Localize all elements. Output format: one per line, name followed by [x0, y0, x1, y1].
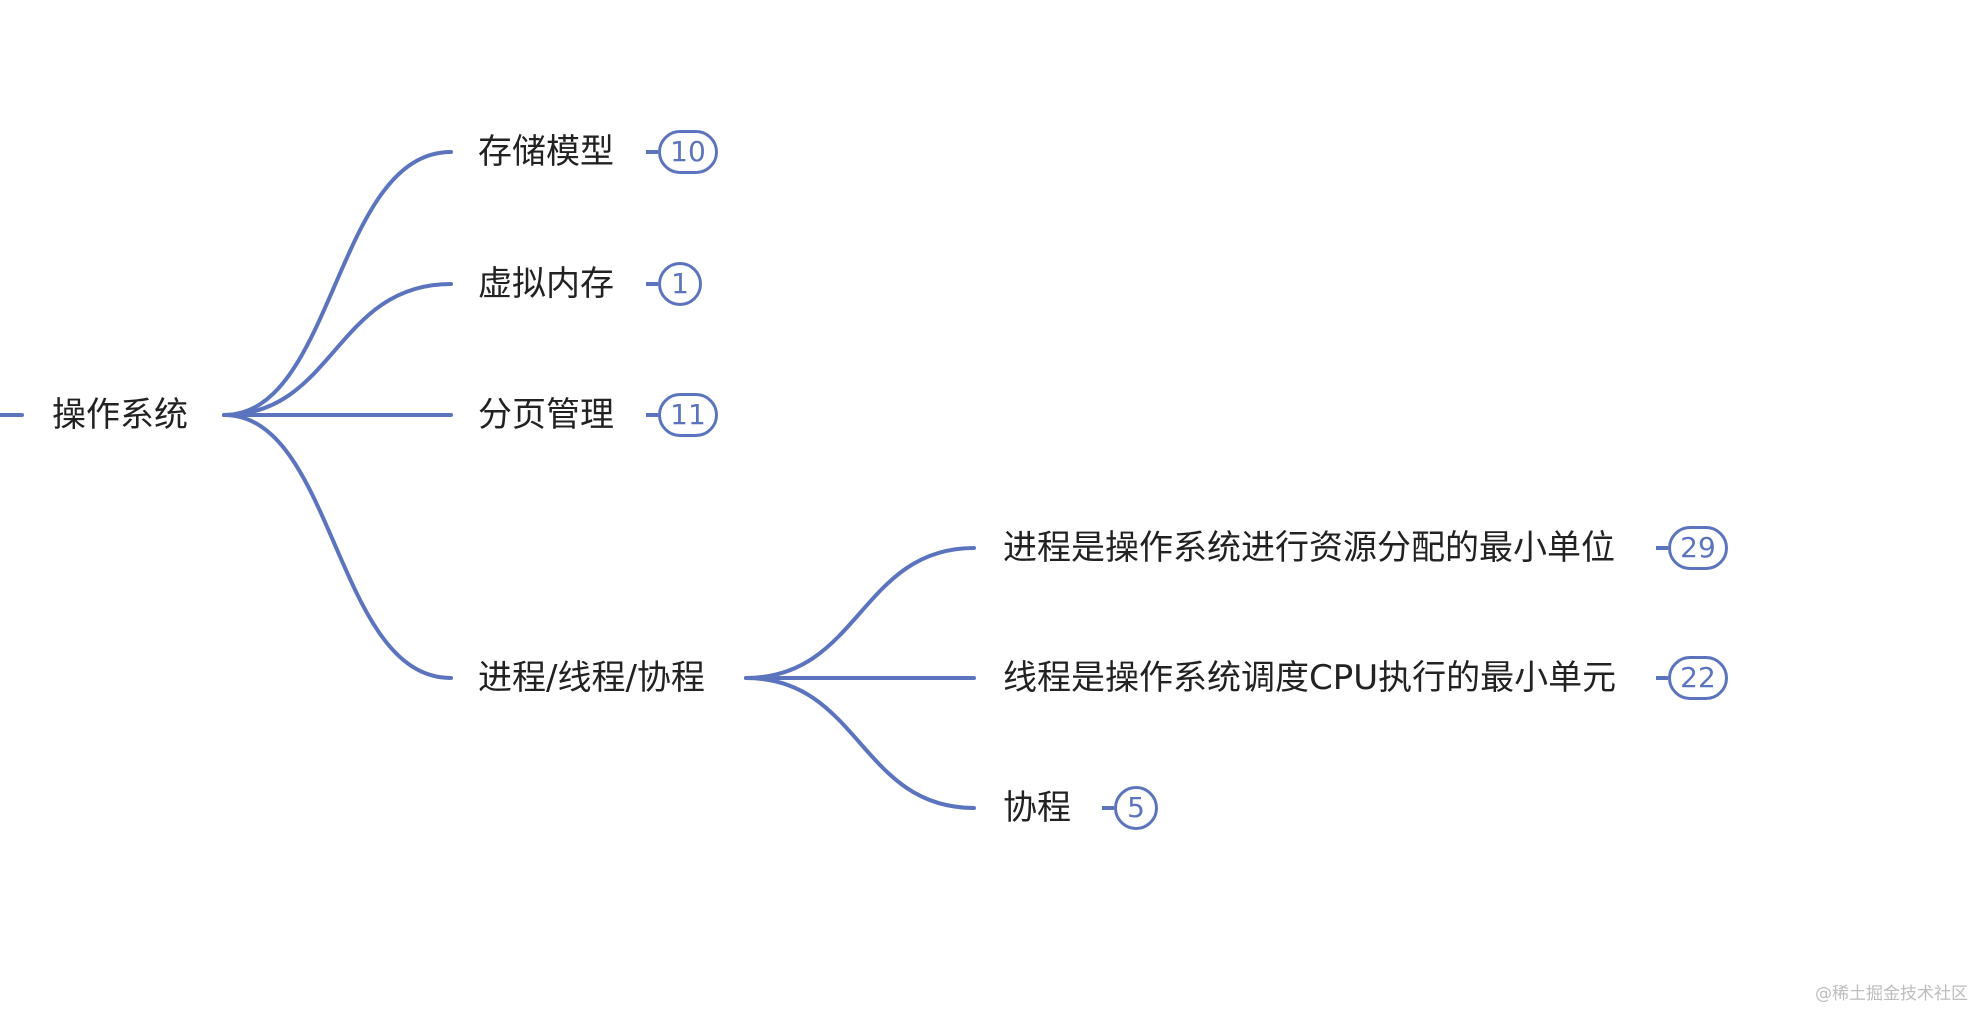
- badge-stub: [1102, 806, 1114, 810]
- node-process-thread-coroutine[interactable]: 进程/线程/协程: [478, 658, 705, 698]
- connector-root-virtual-memory: [222, 282, 453, 417]
- watermark-text: @稀土掘金技术社区: [1815, 984, 1968, 1004]
- badge-stub: [646, 150, 658, 154]
- count-badge[interactable]: 29: [1668, 526, 1728, 570]
- count-badge[interactable]: 5: [1114, 786, 1158, 830]
- badge-stub: [646, 282, 658, 286]
- node-thread[interactable]: 线程是操作系统调度CPU执行的最小单元: [1003, 658, 1617, 698]
- connector-root-process-thread-coroutine: [222, 413, 453, 680]
- node-coroutine[interactable]: 协程: [1003, 788, 1071, 828]
- badge-stub: [1656, 546, 1668, 550]
- badge-stub: [1656, 676, 1668, 680]
- connector-root-storage-model: [222, 150, 453, 417]
- badge-stub: [646, 413, 658, 417]
- count-badge[interactable]: 1: [658, 262, 702, 306]
- count-badge[interactable]: 11: [658, 393, 718, 437]
- node-virtual-memory[interactable]: 虚拟内存: [478, 264, 614, 304]
- connector-ptc-process: [744, 546, 976, 680]
- node-storage-model[interactable]: 存储模型: [478, 132, 614, 172]
- count-badge[interactable]: 10: [658, 130, 718, 174]
- root-node-label[interactable]: 操作系统: [52, 395, 188, 435]
- node-paging-management[interactable]: 分页管理: [478, 395, 614, 435]
- connector-ptc-coroutine: [744, 676, 976, 810]
- node-process[interactable]: 进程是操作系统进行资源分配的最小单位: [1003, 528, 1615, 568]
- count-badge[interactable]: 22: [1668, 656, 1728, 700]
